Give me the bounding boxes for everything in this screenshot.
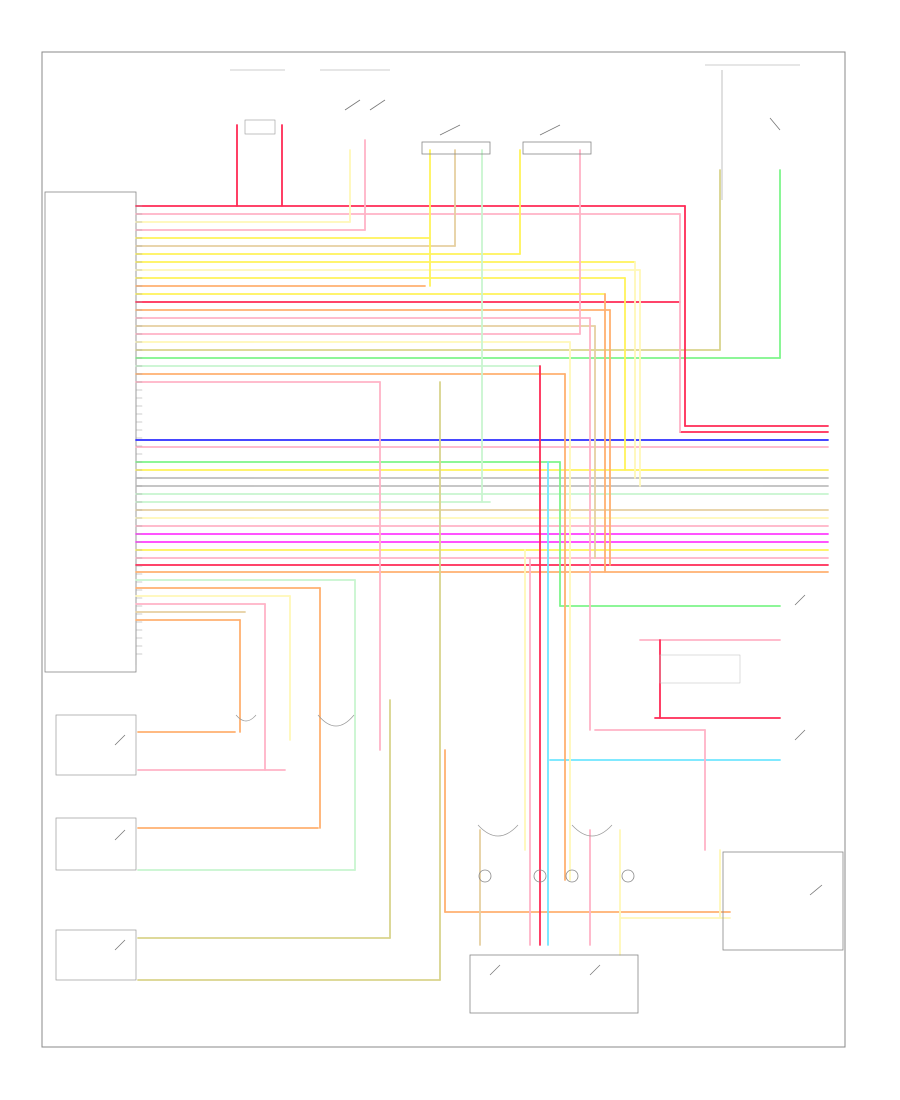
pin-labels (135, 205, 143, 655)
steering-wheel-module (469, 954, 639, 1014)
connector-circle (478, 869, 492, 883)
connector-circle (565, 869, 579, 883)
diagram-frame (41, 51, 846, 1048)
top-right-sensor (705, 64, 800, 200)
driver-belt-sensor (659, 594, 806, 684)
control-module-block (44, 191, 137, 673)
seat-position-sensor-right (522, 124, 592, 155)
left-side-sensor-block-3 (55, 929, 137, 981)
connector-circle (533, 869, 547, 883)
seat-position-sensor-left (421, 124, 491, 155)
passenger-belt-switch-block (722, 851, 844, 951)
wire-group-vertical (236, 124, 781, 981)
left-side-sensor-block-1 (55, 714, 137, 776)
connector-circle (621, 869, 635, 883)
top-sensor-1 (230, 69, 285, 135)
clockspring-connectors (478, 869, 635, 883)
top-switch-2 (320, 69, 390, 111)
shorting-bars (235, 714, 613, 837)
passenger-occupant-sensor (794, 729, 806, 741)
left-side-sensor-block-2 (55, 817, 137, 871)
